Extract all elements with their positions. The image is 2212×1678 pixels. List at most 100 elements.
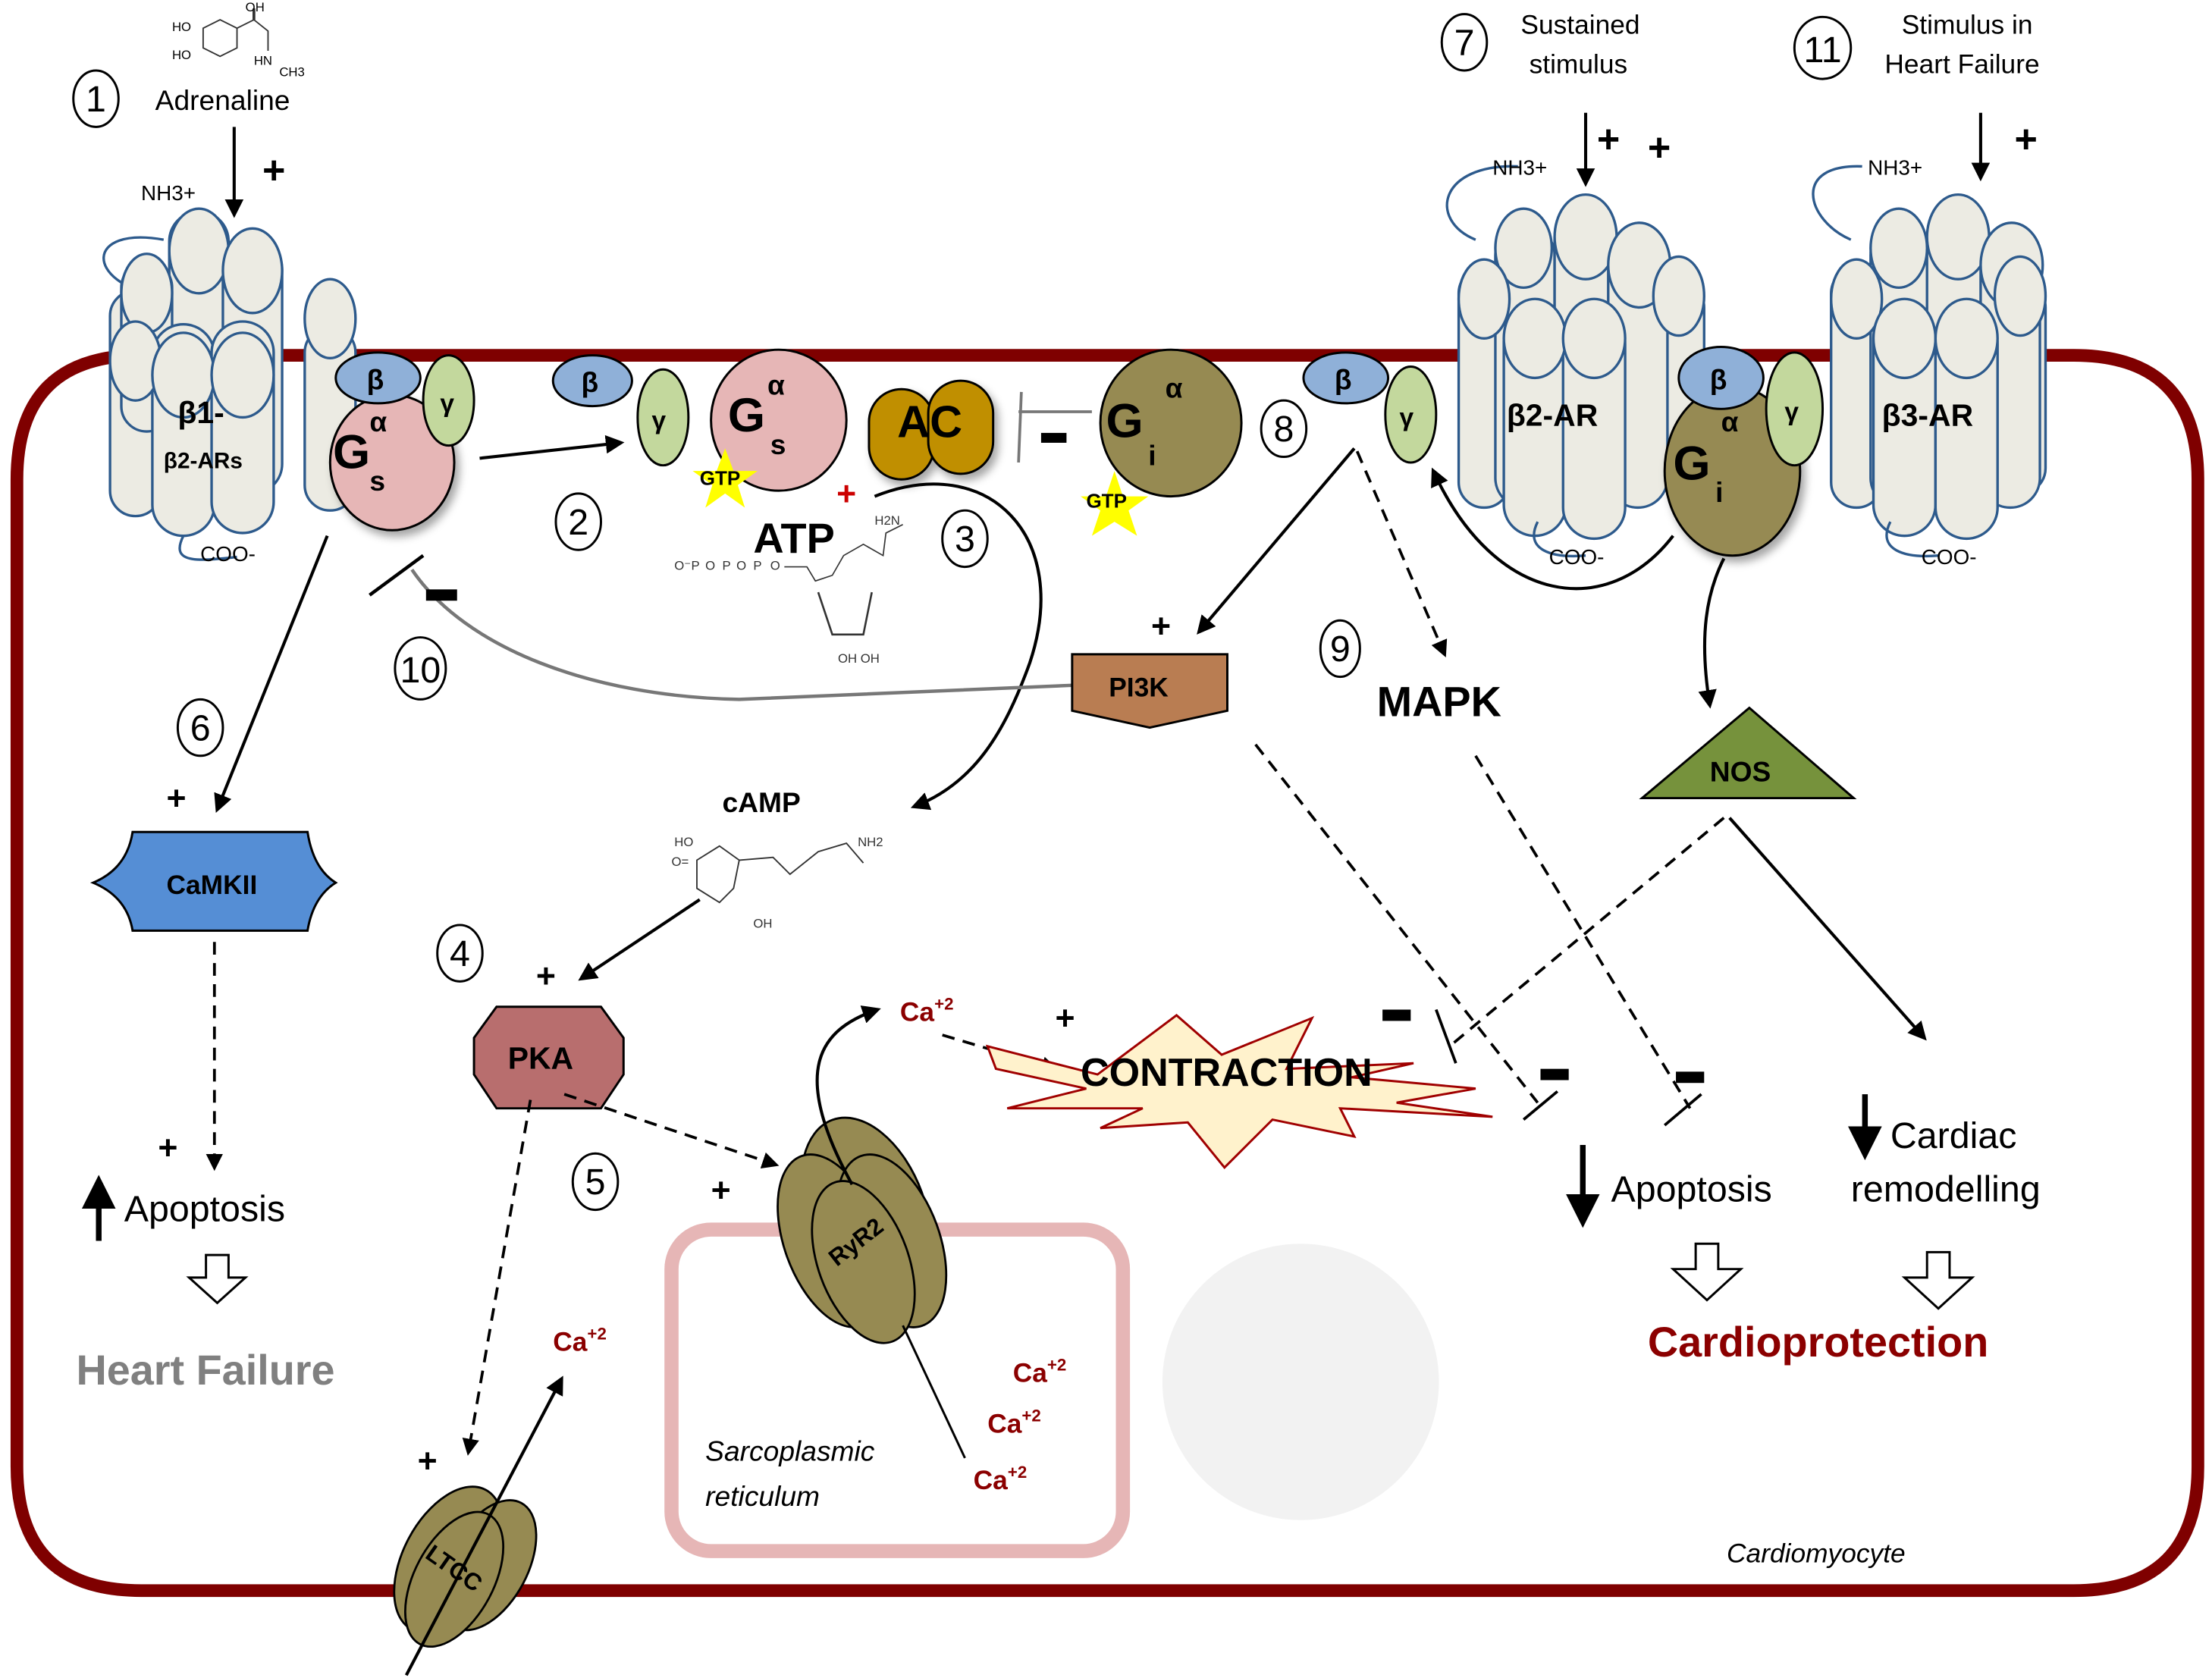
svg-text:NH2: NH2 (858, 835, 883, 849)
svg-text:O: O (705, 558, 715, 572)
ryr2-release-arrow (815, 1005, 881, 1186)
nos-node: NOS (1639, 706, 1857, 800)
adrenaline-structure: OH HO HO HN CH3 (172, 0, 305, 79)
mapk-apoptosis-minus (1676, 1071, 1705, 1084)
gtp-star-gi (1081, 471, 1149, 536)
adrenaline-plus: + (262, 149, 285, 193)
pi3k-inhibits-apoptosis-bar (1522, 1090, 1558, 1121)
receptor-label-beta2-ars: β2-ARs (164, 448, 243, 473)
pka-to-ryr2-arrow (563, 1093, 780, 1169)
svg-text:O=: O= (672, 855, 689, 869)
cytosolic-calcium: Ca+2 (900, 995, 954, 1027)
sustained-line1: Sustained (1520, 11, 1639, 40)
cell-membrane (10, 349, 2204, 1598)
svg-text:G: G (1673, 437, 1710, 490)
svg-text:6: 6 (190, 707, 211, 748)
sr-label-line1: Sarcoplasmic (705, 1435, 875, 1467)
svg-text:5: 5 (585, 1162, 606, 1203)
cardioprotection-label: Cardioprotection (1648, 1318, 1988, 1366)
mapk-inhibits-apoptosis (1474, 754, 1692, 1109)
step-4-marker: 4 (436, 924, 484, 983)
nos-label: NOS (1710, 755, 1771, 787)
svg-text:β: β (367, 363, 384, 395)
svg-text:OH: OH (753, 917, 772, 931)
gi-protein-complex-right: β γ G α i (1663, 345, 1825, 557)
receptor-label-beta3-ar: β3-AR (1882, 398, 1973, 433)
svg-text:γ: γ (1399, 404, 1413, 432)
svg-text:GTP: GTP (1086, 489, 1126, 512)
sustained-line2: stimulus (1530, 50, 1628, 80)
g-beta-left (334, 351, 422, 405)
atp-to-camp-arrow (874, 482, 1043, 811)
svg-text:γ: γ (651, 406, 666, 434)
svg-text:s: s (369, 465, 385, 497)
svg-text:O: O (770, 558, 780, 572)
svg-text:α: α (369, 406, 387, 438)
c-terminus-label-left: COO- (200, 542, 256, 566)
gs-alpha-mid (710, 348, 848, 492)
svg-text:2: 2 (568, 502, 588, 543)
g-beta-right-free (1302, 351, 1390, 405)
svg-text:i: i (1148, 440, 1156, 472)
gi-release-arrow (1431, 467, 1674, 591)
gtp-star-gs (692, 448, 758, 508)
svg-text:α: α (767, 369, 785, 401)
gi-inhibition-bar (1017, 391, 1023, 463)
gi-protein-active: G α i GTP (1081, 348, 1243, 536)
g-beta-right (1677, 345, 1765, 410)
sustained-plus-1: + (1597, 118, 1620, 162)
g-gamma-right (1765, 351, 1825, 467)
sustained-plus-2: + (1648, 126, 1671, 170)
step-3-marker: 3 (941, 509, 989, 569)
apoptosis-left-label: Apoptosis (124, 1188, 285, 1229)
svg-text:HO: HO (674, 835, 693, 849)
svg-text:γ: γ (440, 390, 454, 418)
step-9-marker: 9 (1319, 619, 1361, 679)
step-8-marker: 8 (1260, 399, 1308, 459)
ltcc-calcium-arrow (404, 1375, 563, 1676)
ltcc-calcium: Ca+2 (553, 1325, 607, 1357)
mapk-label: MAPK (1377, 678, 1501, 726)
step-10-marker: 10 (394, 636, 447, 701)
svg-text:P: P (722, 558, 730, 572)
camp-label: cAMP (722, 786, 800, 818)
svg-text:G: G (333, 425, 370, 478)
gbg-released-right: β γ (1302, 351, 1438, 464)
camp-structure: HO O= NH2 OH (672, 835, 883, 931)
receptor-beta1-beta2: NH3+ COO- β1- β2-ARs (102, 181, 357, 566)
nos-to-remodelling-arrow (1728, 817, 1927, 1041)
sr-label-line2: reticulum (705, 1480, 820, 1512)
step-7-marker: 7 (1440, 13, 1489, 72)
gi-to-nos-arrow (1698, 557, 1726, 709)
svg-text:8: 8 (1273, 409, 1294, 450)
atp-label: ATP (753, 514, 834, 562)
svg-text:11: 11 (1803, 30, 1841, 71)
svg-text:α: α (1166, 372, 1183, 403)
hf-stimulus-line1: Stimulus in (1902, 11, 2033, 40)
svg-text:4: 4 (450, 933, 470, 974)
pi3k-inhibits-apoptosis (1254, 743, 1539, 1104)
gs-to-camkii-arrow (214, 535, 329, 814)
gbg-to-mapk-arrow (1355, 450, 1448, 657)
step-6-marker: 6 (176, 698, 224, 757)
nucleus (1162, 1244, 1439, 1520)
svg-text:G: G (1106, 395, 1144, 448)
cardioprotection-hollow-arrow-2 (1901, 1250, 1975, 1310)
gs-activation-arrow (479, 434, 625, 460)
pka-plus: + (536, 958, 556, 995)
cardioprotection-hollow-arrow-1 (1670, 1242, 1744, 1302)
svg-text:Ca+2: Ca+2 (974, 1463, 1028, 1495)
ac-label: AC (897, 397, 962, 447)
gi-inhibition-minus (1040, 432, 1067, 443)
pka-node: PKA (472, 1005, 625, 1110)
c-terminus-label-right: COO- (1922, 545, 1977, 569)
svg-text:Ca+2: Ca+2 (1013, 1356, 1067, 1388)
camkii-plus: + (167, 779, 187, 817)
svg-text:β: β (1335, 363, 1352, 395)
adrenaline-label: Adrenaline (155, 84, 290, 116)
heart-failure-hollow-arrow (186, 1253, 249, 1305)
svg-text:HN: HN (254, 54, 272, 68)
ryr2-sr-line (902, 1325, 966, 1459)
nos-inhibits-contraction-bar (1435, 1008, 1457, 1064)
n-terminus-label-mid: NH3+ (1492, 156, 1547, 180)
